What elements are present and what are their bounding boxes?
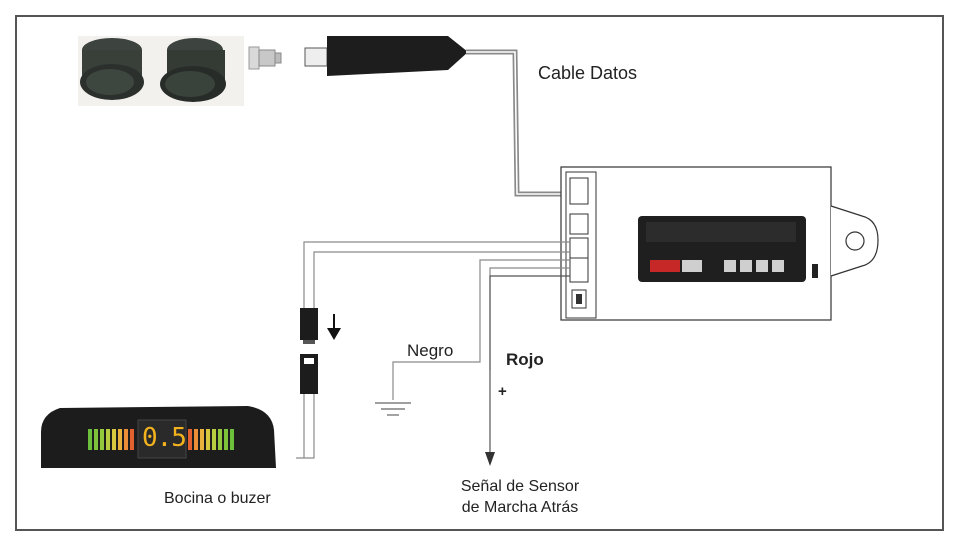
parking-display-image <box>41 406 276 468</box>
negro-label: Negro <box>407 341 454 360</box>
senal-label-line2: de Marcha Atrás <box>461 499 579 516</box>
sensor-connector-image <box>248 46 282 70</box>
control-box <box>560 166 879 321</box>
senal-label-line1: Señal de Sensor <box>460 478 580 495</box>
data-cable-plug <box>304 36 468 76</box>
positive-sign: + <box>498 383 507 400</box>
ground-icon <box>375 402 411 416</box>
rojo-label: Rojo <box>506 350 544 369</box>
distance-readout: 0.5 <box>142 423 187 453</box>
connection-arrow <box>327 314 341 340</box>
diagram-frame <box>15 15 944 531</box>
negro-wire <box>392 259 570 400</box>
senal-label: Señal de Sensor de Marcha Atrás <box>440 476 600 518</box>
cable-datos-label: Cable Datos <box>538 63 638 83</box>
parking-sensors-image <box>78 36 244 106</box>
buzzer-wire <box>296 241 570 459</box>
bocina-label: Bocina o buzer <box>164 490 271 507</box>
rojo-wire <box>485 275 570 466</box>
buzzer-connector <box>300 308 318 394</box>
